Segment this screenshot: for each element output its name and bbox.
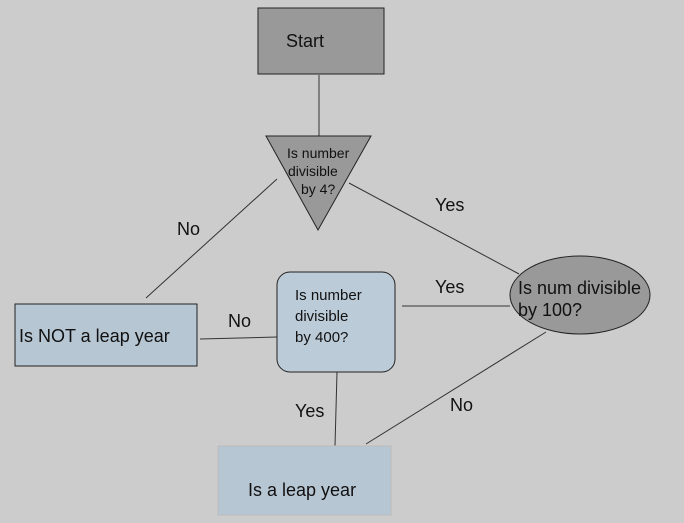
edge-label-div400-no: No — [228, 311, 252, 331]
div400-line-2: divisible — [295, 308, 349, 325]
edge-label-div400-yes: Yes — [295, 401, 325, 421]
div4-line-1: Is number — [287, 145, 350, 161]
div100-line-1: Is num divisible — [518, 278, 642, 298]
edge-div400-no — [199, 336, 278, 340]
div400-line-3: by 400? — [295, 329, 349, 346]
edge-label-div100-yes: Yes — [435, 277, 465, 297]
div400-line-1: Is number — [295, 287, 362, 304]
div4-triangle — [265, 135, 372, 232]
leap-box — [217, 445, 392, 516]
div4-line-2: divisible — [288, 163, 338, 179]
div100-line-2: by 100? — [518, 300, 583, 320]
start-box — [257, 7, 385, 75]
div400-box — [276, 271, 396, 373]
edge-div4-yes — [348, 182, 520, 275]
div100-ellipse — [509, 255, 651, 335]
start-label: Start — [286, 31, 325, 51]
not-leap-label: Is NOT a leap year — [19, 326, 170, 346]
edge-label-div4-no: No — [177, 219, 201, 239]
div4-line-3: by 4? — [301, 181, 336, 197]
edge-label-div4-yes: Yes — [435, 195, 465, 215]
not-leap-box — [14, 303, 198, 367]
edge-div4-no — [145, 178, 278, 299]
edge-label-div100-no: No — [450, 395, 474, 415]
div400-label: Is number divisible by 400? — [295, 285, 362, 348]
edge-div400-yes — [334, 371, 338, 447]
leap-label: Is a leap year — [248, 480, 357, 500]
div100-label: Is num divisible by 100? — [518, 277, 641, 321]
div4-label: Is number divisible by 4? — [287, 144, 349, 198]
edge-div100-no — [365, 331, 547, 445]
